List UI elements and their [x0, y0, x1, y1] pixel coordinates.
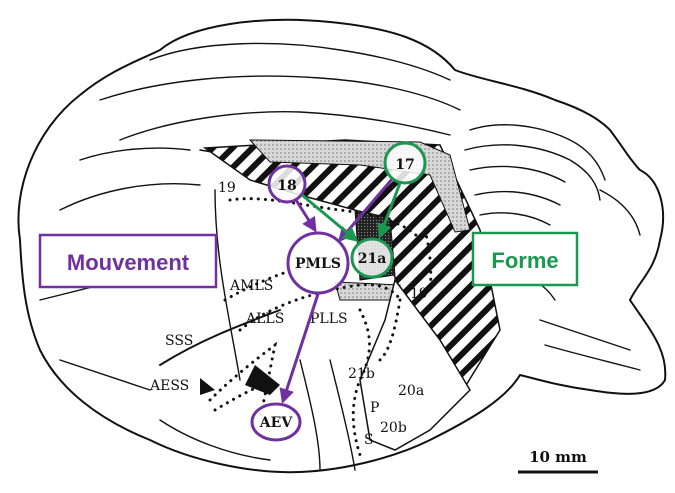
label-sss: SSS	[165, 333, 193, 349]
aess-pointer	[200, 378, 215, 395]
label-aev: AEV	[259, 415, 294, 431]
label-area-21b: 21b	[348, 366, 375, 382]
label-aess: AESS	[149, 378, 189, 394]
label-area-18: 18	[277, 178, 296, 194]
label-area-20a: 20a	[398, 383, 424, 399]
arrow-pmls-to-aev	[283, 294, 318, 401]
label-area-19-left: 19	[218, 180, 236, 196]
label-plls: PLLS	[310, 311, 348, 327]
motion-box: Mouvement	[40, 235, 216, 287]
label-area-17: 17	[395, 157, 414, 173]
label-pmls: PMLS	[295, 256, 341, 272]
label-area-20b: 20b	[380, 420, 407, 436]
label-area-19-right: 19	[410, 286, 428, 302]
motion-label: Mouvement	[67, 250, 190, 275]
label-p: P	[370, 400, 379, 416]
scale-bar-label: 10 mm	[529, 448, 587, 466]
label-amls: AMLS	[229, 278, 273, 294]
form-box: Forme	[473, 233, 577, 285]
scale-bar: 10 mm	[518, 448, 598, 472]
label-area-21a: 21a	[358, 251, 387, 267]
label-alls: ALLS	[245, 311, 284, 327]
aess-sulcus-fill	[245, 365, 280, 395]
label-s: S	[364, 432, 374, 448]
form-label: Forme	[491, 248, 558, 273]
